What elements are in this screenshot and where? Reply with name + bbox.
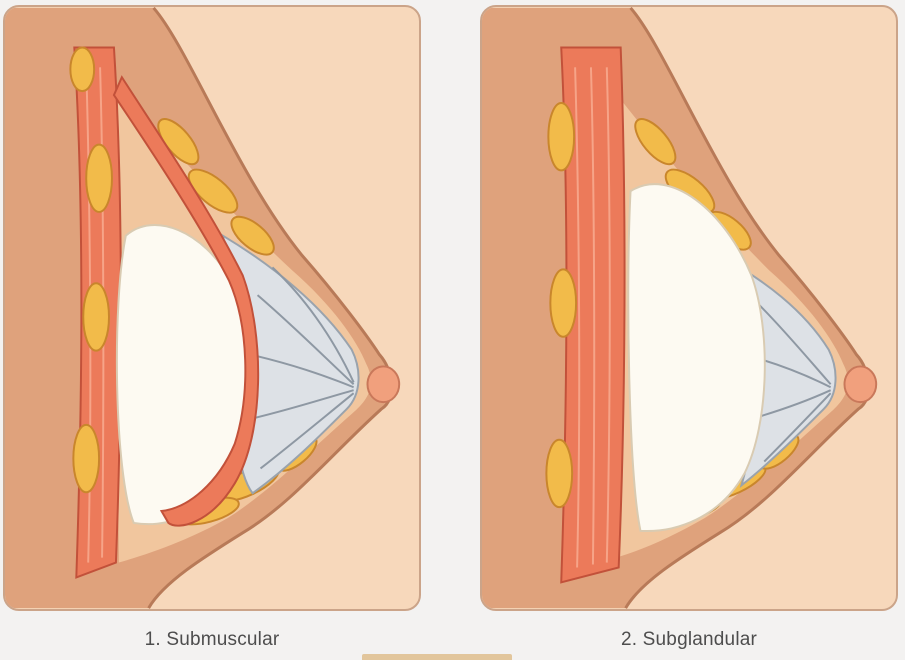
- milk-ducts: [758, 304, 832, 463]
- submuscular-illustration: [5, 7, 401, 609]
- rib-sections: [545, 101, 578, 509]
- subglandular-caption: 2. Subglandular: [620, 629, 758, 650]
- subglandular-panel: [480, 5, 898, 611]
- muscle-fibers: [574, 67, 611, 568]
- submuscular-panel: [3, 5, 421, 611]
- milk-ducts: [250, 266, 355, 470]
- submuscular-caption: 1. Submuscular: [144, 629, 280, 650]
- breast-implant: [627, 183, 766, 532]
- bottom-accent-bar: [362, 654, 512, 660]
- subglandular-illustration: [482, 7, 878, 609]
- muscle-over-implant: [112, 75, 260, 527]
- nipple: [843, 365, 878, 404]
- nipple: [366, 365, 401, 404]
- rib-sections: [69, 46, 113, 494]
